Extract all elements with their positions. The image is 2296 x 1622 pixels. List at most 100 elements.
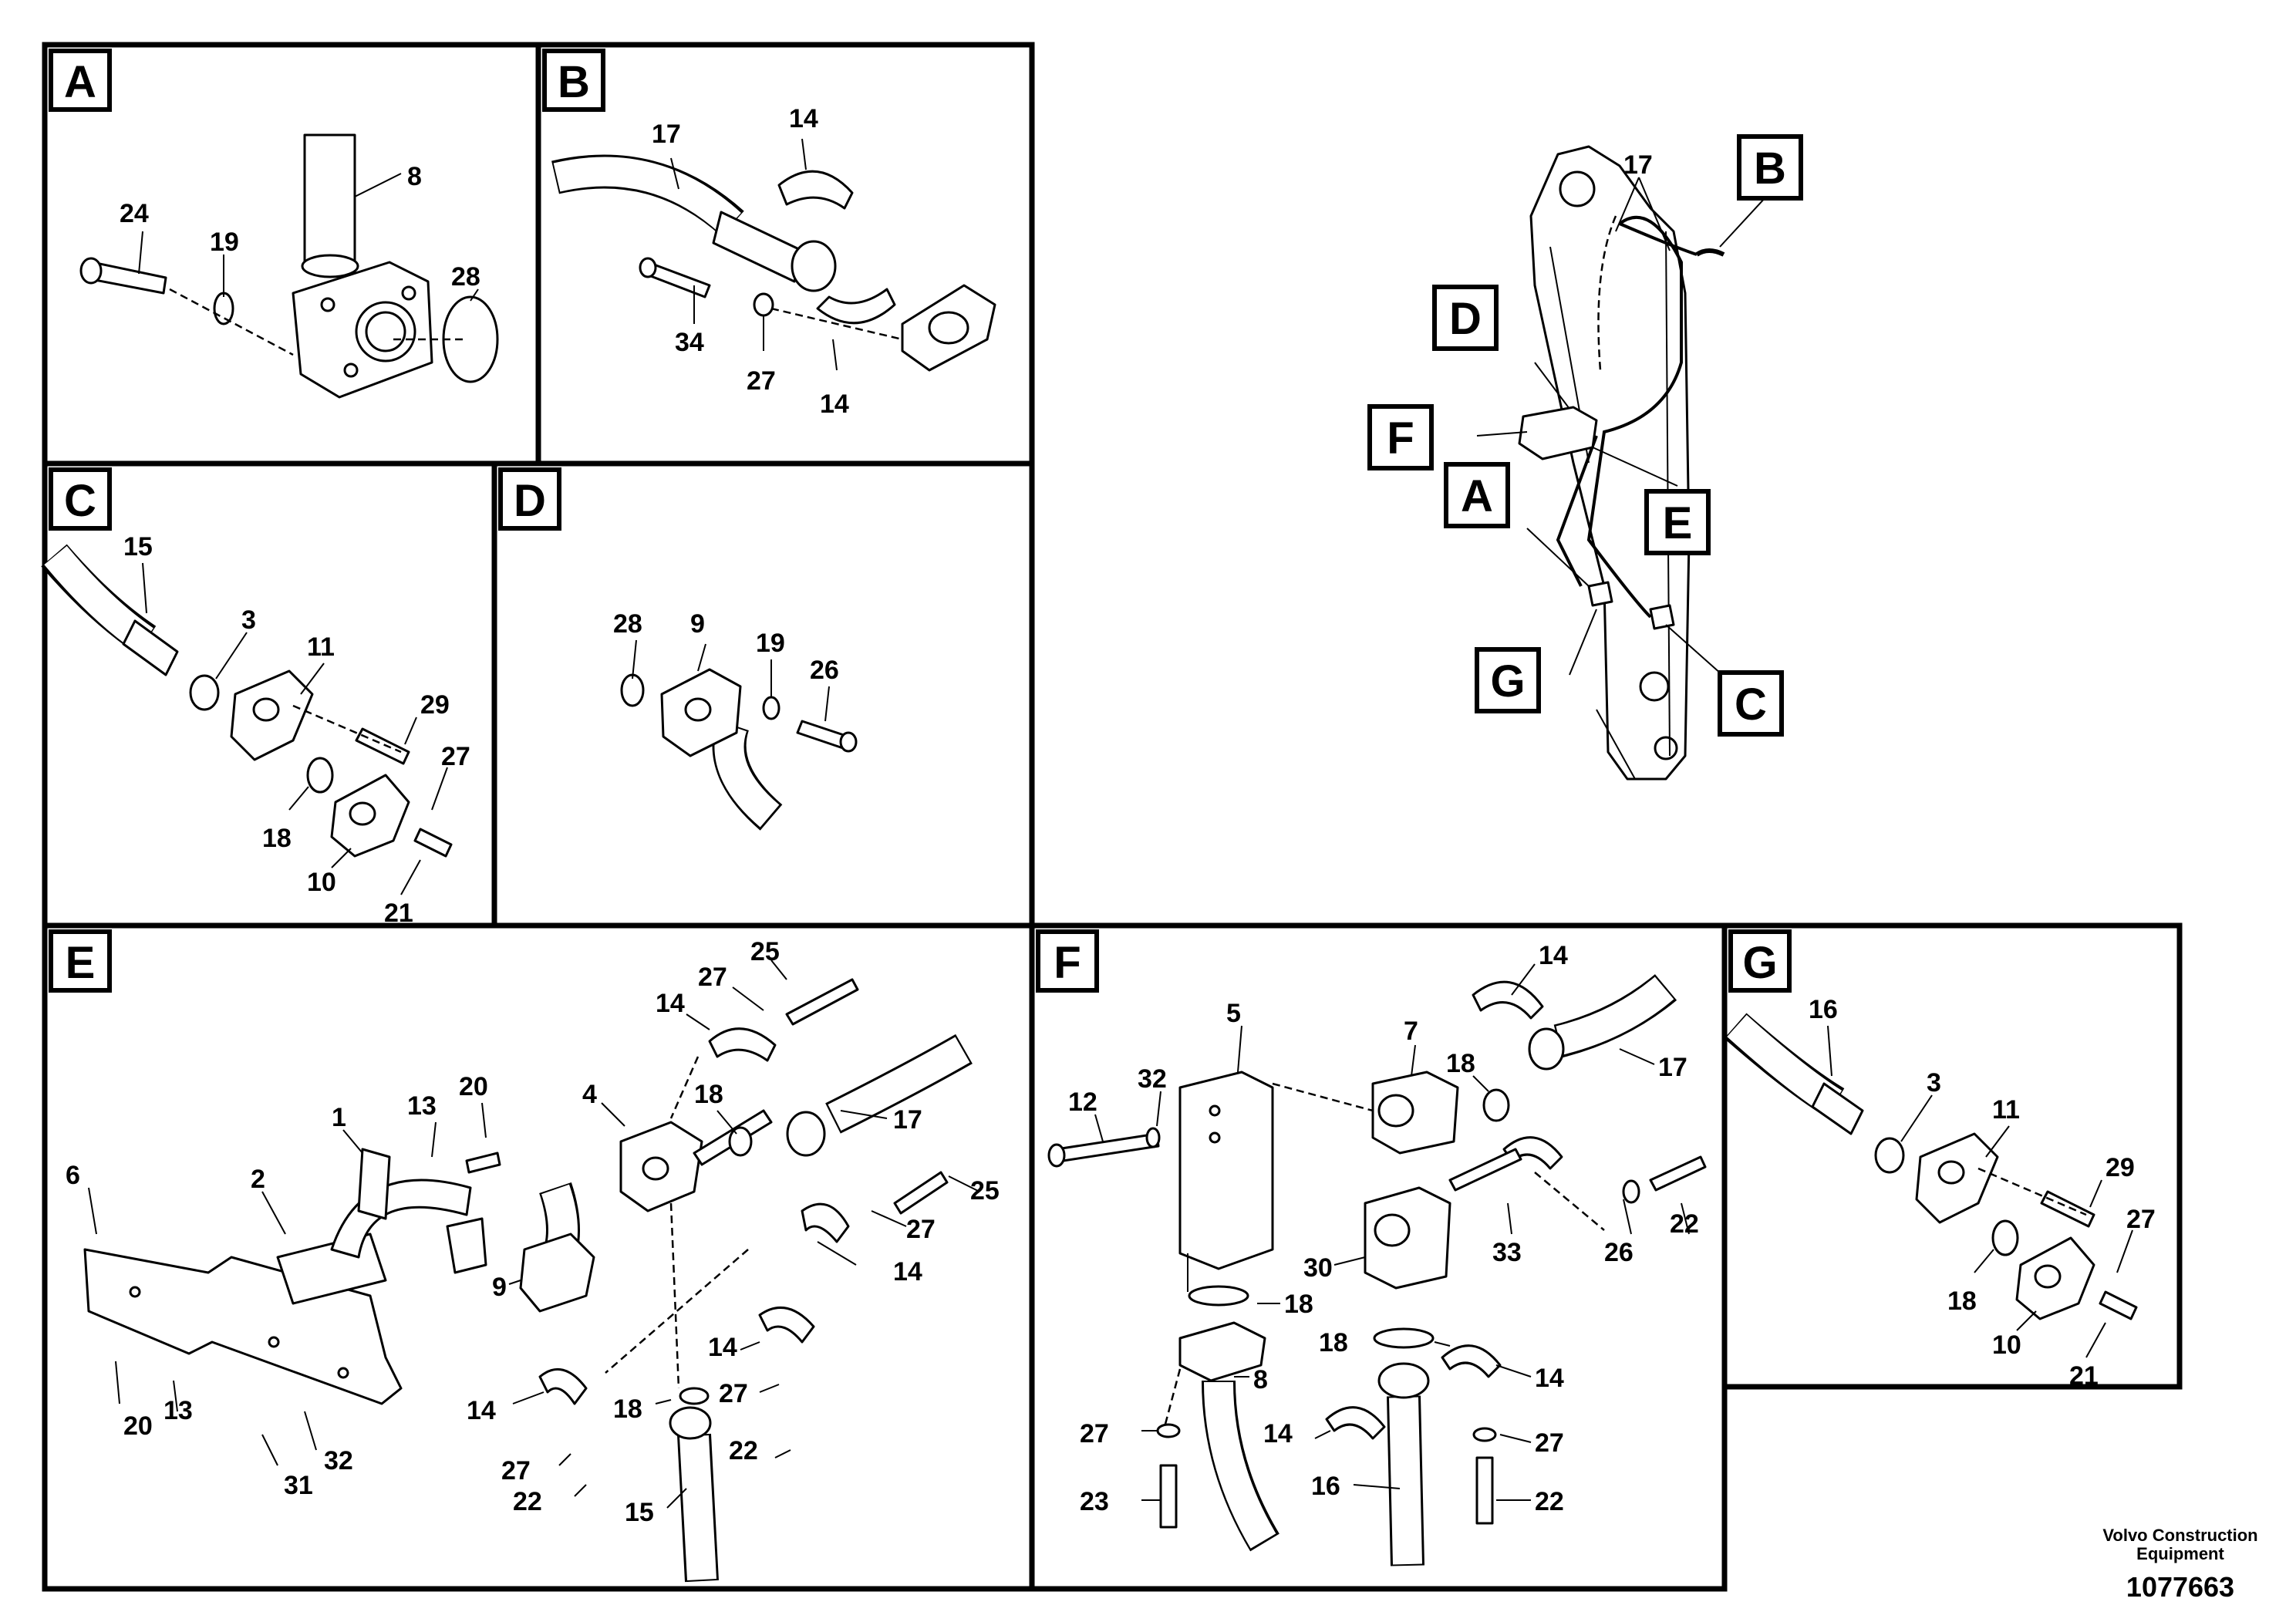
- part-callout-24: 24: [120, 199, 149, 228]
- part-callout-31: 31: [284, 1471, 313, 1500]
- part-callout-6: 6: [66, 1161, 80, 1190]
- part-callout-14: 14: [789, 104, 818, 133]
- part-callout-14: 14: [1263, 1419, 1293, 1448]
- panel-d-drawing: 28 9 19 26: [613, 609, 858, 831]
- part-callout-26: 26: [1604, 1238, 1633, 1267]
- part-callout-12: 12: [1068, 1088, 1097, 1117]
- part-callout-18: 18: [613, 1394, 642, 1424]
- part-callout-27: 27: [747, 366, 776, 396]
- part-callout-16: 16: [1311, 1472, 1340, 1501]
- panel-tag-b: B: [542, 49, 605, 112]
- panel-frames: [42, 42, 2183, 1592]
- view-tag-label-G: G: [1490, 656, 1525, 706]
- panel-e-drawing: 25 27 14 13 20 1 18 17 4 6 2 25 27 14 9 …: [66, 937, 1000, 1583]
- part-callout-9: 9: [492, 1273, 507, 1302]
- part-callout-27: 27: [906, 1215, 936, 1244]
- part-callout-27: 27: [698, 963, 727, 992]
- part-callout-15: 15: [625, 1498, 654, 1527]
- part-callout-11: 11: [307, 632, 335, 662]
- view-tag-label-C: C: [64, 476, 96, 526]
- panel-b-drawing: 17 14 34 27 14: [551, 104, 996, 419]
- part-callout-9: 9: [690, 609, 705, 639]
- part-callout-14: 14: [893, 1257, 922, 1286]
- part-callout-14: 14: [1535, 1364, 1564, 1393]
- view-tag-label-A: A: [64, 57, 96, 107]
- part-callout-13: 13: [407, 1091, 437, 1121]
- company-name-line1: Volvo Construction: [2102, 1526, 2257, 1545]
- view-tag-label-B: B: [1754, 143, 1786, 194]
- part-callout-22: 22: [729, 1436, 758, 1465]
- panel-c-drawing: 15 3 11 29 27 18 10 21: [41, 532, 470, 928]
- part-callout-32: 32: [1138, 1064, 1167, 1094]
- part-callout-3: 3: [1927, 1068, 1941, 1098]
- part-callout-11: 11: [1992, 1095, 2020, 1125]
- part-callout-5: 5: [1226, 999, 1241, 1028]
- overview-tag-a: A: [1444, 462, 1510, 528]
- part-callout-18: 18: [1947, 1286, 1977, 1316]
- part-callout-30: 30: [1303, 1253, 1333, 1283]
- part-callout-14: 14: [820, 389, 849, 419]
- part-callout-8: 8: [407, 162, 422, 191]
- part-callout-29: 29: [2106, 1153, 2135, 1182]
- part-callout-19: 19: [756, 629, 785, 658]
- part-callout-27: 27: [441, 742, 470, 771]
- part-callout-19: 19: [210, 228, 239, 257]
- part-callout-18: 18: [262, 824, 292, 853]
- panel-tag-c: C: [49, 467, 112, 531]
- part-callout-17: 17: [652, 120, 681, 149]
- part-callout-20: 20: [123, 1411, 153, 1441]
- part-callout-27: 27: [1535, 1428, 1564, 1458]
- overview-tag-c: C: [1718, 670, 1784, 737]
- part-callout-14: 14: [1539, 941, 1568, 970]
- part-callout-10: 10: [1992, 1330, 2021, 1360]
- view-tag-label-B: B: [558, 57, 590, 107]
- boom-overview: 17: [1476, 145, 1767, 781]
- part-callout-1: 1: [332, 1103, 346, 1132]
- overview-tag-d: D: [1432, 285, 1499, 351]
- part-callout-27: 27: [719, 1379, 748, 1408]
- part-callout-14: 14: [708, 1333, 737, 1362]
- part-callout-21: 21: [384, 899, 413, 928]
- panel-tag-f: F: [1036, 929, 1099, 993]
- part-callout-28: 28: [451, 262, 480, 292]
- part-callout-17: 17: [1658, 1053, 1687, 1082]
- part-callout-29: 29: [420, 690, 450, 720]
- part-callout-13: 13: [164, 1396, 193, 1425]
- part-callout-33: 33: [1492, 1238, 1522, 1267]
- part-callout-18: 18: [1284, 1290, 1313, 1319]
- panel-tag-e: E: [49, 929, 112, 993]
- part-callout-15: 15: [123, 532, 153, 561]
- panel-g-drawing: 16 3 11 29 27 18 10 21: [1724, 995, 2156, 1391]
- view-tag-label-D: D: [1449, 294, 1482, 344]
- part-callout-26: 26: [810, 656, 839, 685]
- panel-tag-a: A: [49, 49, 112, 112]
- part-callout-14: 14: [467, 1396, 496, 1425]
- part-callout-7: 7: [1404, 1017, 1418, 1046]
- view-tag-label-A: A: [1461, 471, 1493, 521]
- part-callout-17: 17: [1623, 150, 1653, 180]
- overview-tag-b: B: [1737, 134, 1803, 201]
- overview-tag-g: G: [1475, 647, 1541, 713]
- panel-a-drawing: 24 19 8 28: [79, 133, 499, 399]
- part-callout-22: 22: [1535, 1487, 1564, 1516]
- part-callout-8: 8: [1253, 1365, 1268, 1394]
- part-callout-10: 10: [307, 868, 336, 897]
- part-callout-27: 27: [1080, 1419, 1109, 1448]
- part-callout-18: 18: [1319, 1328, 1348, 1357]
- part-callout-4: 4: [582, 1080, 597, 1109]
- part-callout-17: 17: [893, 1105, 922, 1135]
- part-callout-32: 32: [324, 1446, 353, 1475]
- panel-tag-g: G: [1728, 929, 1792, 993]
- part-callout-3: 3: [241, 605, 256, 635]
- part-callout-25: 25: [750, 937, 780, 966]
- part-callout-25: 25: [970, 1176, 1000, 1206]
- view-tag-label-F: F: [1387, 413, 1414, 464]
- part-callout-16: 16: [1809, 995, 1838, 1024]
- part-callout-14: 14: [656, 989, 685, 1018]
- part-callout-27: 27: [2126, 1205, 2156, 1234]
- part-callout-22: 22: [513, 1487, 542, 1516]
- part-callout-23: 23: [1080, 1487, 1109, 1516]
- company-name-line2: Equipment: [2136, 1544, 2224, 1563]
- view-tag-label-D: D: [514, 476, 546, 526]
